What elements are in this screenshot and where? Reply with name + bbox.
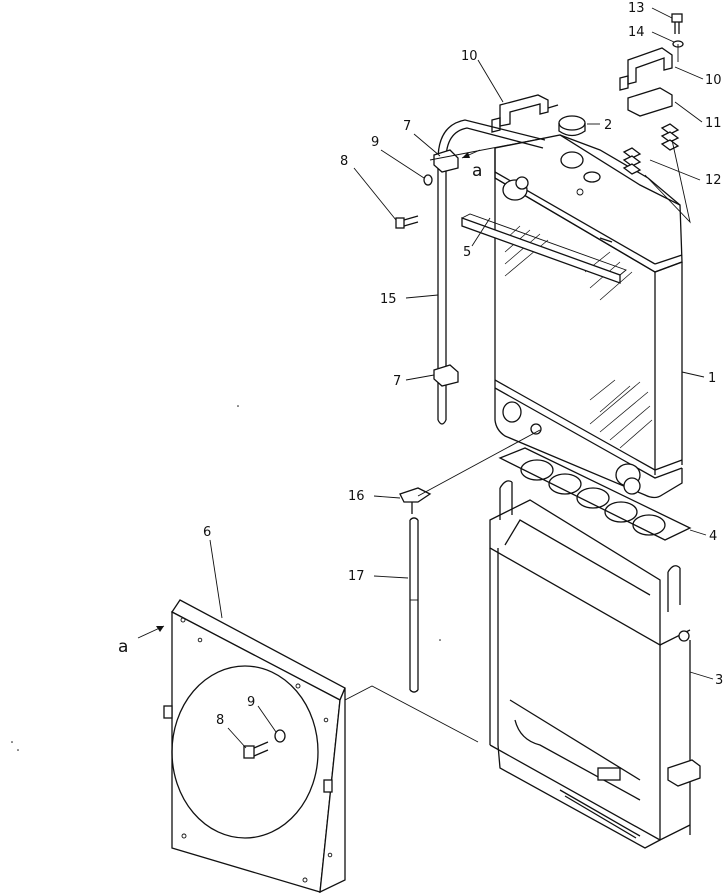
callout-2: 2 xyxy=(604,118,612,133)
view-arrow-a-lower xyxy=(137,625,165,639)
overflow-hose xyxy=(433,119,546,425)
radiator-core xyxy=(494,134,683,499)
callout-15: 15 xyxy=(380,292,397,307)
callout-10-left: 10 xyxy=(461,49,478,64)
callout-8-upper: 8 xyxy=(340,154,348,169)
seal-plate-4 xyxy=(498,447,692,541)
callout-6: 6 xyxy=(203,525,211,540)
view-arrow-a-upper xyxy=(461,149,481,159)
drain-cock-16 xyxy=(399,487,432,514)
washer-9-lower xyxy=(274,729,286,743)
bolt-8-upper xyxy=(395,215,419,229)
drain-tube-17 xyxy=(409,517,419,693)
bolt-13 xyxy=(671,13,683,34)
callout-9-lower: 9 xyxy=(247,695,255,710)
callout-5: 5 xyxy=(463,245,471,260)
callout-leaders xyxy=(209,7,714,749)
fan-shroud-6 xyxy=(163,599,346,894)
core-fin-hatching xyxy=(504,225,653,449)
washer-9-upper xyxy=(423,174,433,186)
callout-1: 1 xyxy=(708,371,716,386)
view-marker-a-upper: a xyxy=(472,161,482,181)
callout-7-lower: 7 xyxy=(393,374,401,389)
callout-9-upper: 9 xyxy=(371,135,379,150)
callout-17: 17 xyxy=(348,569,365,584)
callout-10-right: 10 xyxy=(705,73,722,88)
callout-3: 3 xyxy=(715,673,723,688)
bracket-11 xyxy=(627,87,673,117)
callout-7-upper: 7 xyxy=(403,119,411,134)
bracket-10-left xyxy=(491,94,559,133)
callout-11: 11 xyxy=(705,116,722,131)
callout-12: 12 xyxy=(705,173,722,188)
bracket-10-right xyxy=(619,47,673,91)
bolt-8-lower xyxy=(243,741,269,759)
callout-8-lower: 8 xyxy=(216,713,224,728)
callout-4: 4 xyxy=(709,529,717,544)
view-marker-a-lower: a xyxy=(118,637,128,657)
shim-plates-12 xyxy=(622,123,680,175)
callout-16: 16 xyxy=(348,489,365,504)
radiator-frame-3 xyxy=(489,480,701,849)
stay-rod xyxy=(461,213,627,284)
callout-14: 14 xyxy=(628,25,645,40)
filler-cap xyxy=(558,115,586,137)
callout-13: 13 xyxy=(628,1,645,16)
